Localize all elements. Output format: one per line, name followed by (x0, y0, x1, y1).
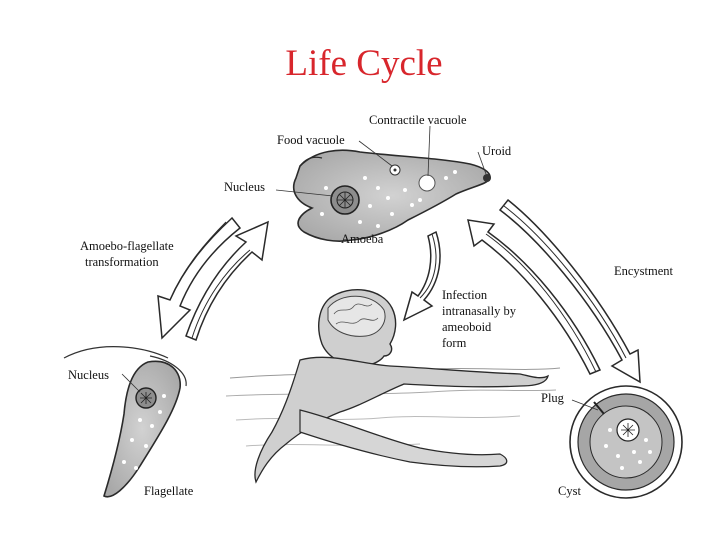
label-amoebo-flagellate-1: Amoebo-flagellate (80, 239, 174, 253)
page-title: Life Cycle (285, 43, 443, 84)
label-amoeba: Amoeba (341, 232, 384, 246)
arrow-infection (402, 230, 441, 322)
arrow-amoeba-to-cyst (498, 198, 641, 384)
contractile-vacuole (418, 174, 436, 192)
label-plug: Plug (541, 391, 565, 405)
label-cyst: Cyst (558, 484, 581, 498)
label-infection-1: Infection (442, 288, 488, 302)
amoeba-stage (275, 125, 491, 242)
swimmer-illustration (225, 289, 561, 484)
arrow-amoeba-to-flagellate (157, 216, 242, 340)
label-contractile-vacuole: Contractile vacuole (369, 113, 467, 127)
label-nucleus-flagellate: Nucleus (68, 368, 109, 382)
uroid (483, 174, 491, 182)
cyst-stage (569, 385, 683, 499)
label-infection-3: ameoboid (442, 320, 492, 334)
label-amoebo-flagellate-2: transformation (85, 255, 159, 269)
flagellate-stage (63, 346, 187, 498)
label-flagellate: Flagellate (144, 484, 194, 498)
label-infection-2: intranasally by (442, 304, 517, 318)
arrow-cyst-to-amoeba (467, 219, 602, 375)
cyst-plug (593, 401, 605, 415)
label-nucleus-amoeba: Nucleus (224, 180, 265, 194)
label-food-vacuole: Food vacuole (277, 133, 345, 147)
label-encystment: Encystment (614, 264, 674, 278)
label-infection-4: form (442, 336, 467, 350)
label-uroid: Uroid (482, 144, 512, 158)
cycle-arrows (157, 198, 641, 384)
